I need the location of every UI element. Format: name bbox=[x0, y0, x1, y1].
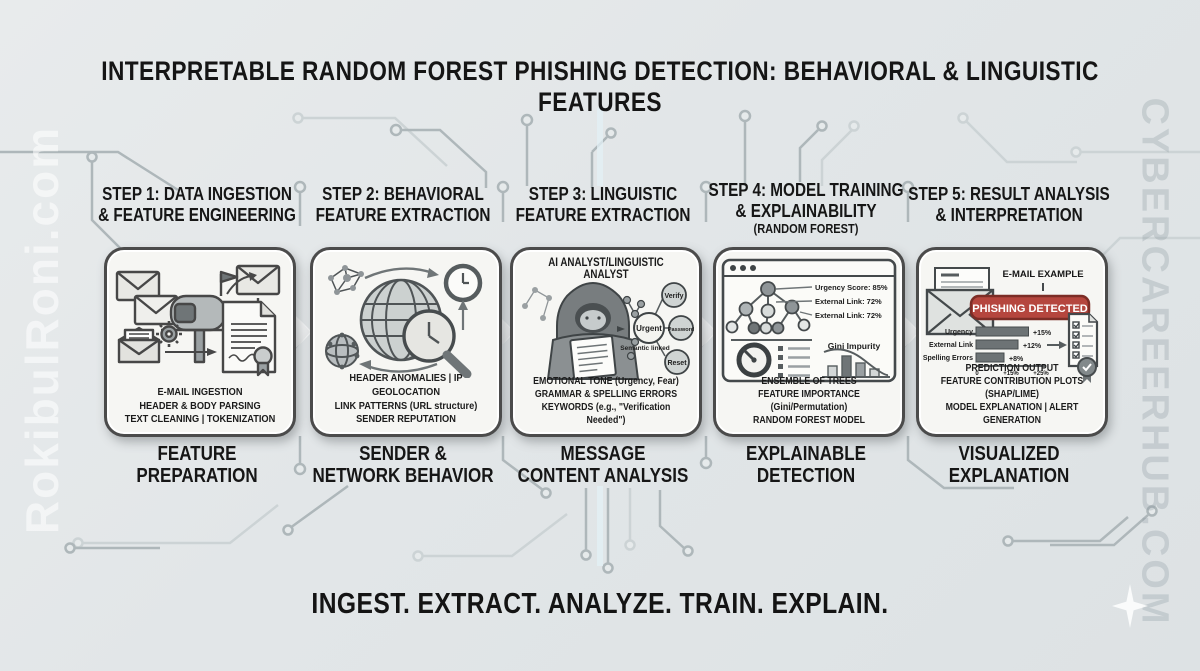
step4-subheader: (RANDOM FOREST) bbox=[753, 221, 859, 237]
keyword-node-reset: Reset bbox=[667, 360, 687, 367]
tagline: INGEST. EXTRACT. ANALYZE. TRAIN. EXPLAIN… bbox=[311, 588, 889, 620]
step4-header: STEP 4: MODEL TRAINING & EXPLAINABILITY … bbox=[704, 180, 908, 237]
step4-label: EXPLAINABLE DETECTION bbox=[746, 443, 866, 488]
step2-label: SENDER & NETWORK BEHAVIOR bbox=[312, 443, 494, 488]
step1-header: STEP 1: DATA INGESTION & FEATURE ENGINEE… bbox=[98, 184, 296, 225]
keyword-node-verify: Verify bbox=[664, 293, 683, 300]
step2-header: STEP 2: BEHAVIORAL FEATURE EXTRACTION bbox=[315, 184, 491, 225]
step2-caption: HEADER ANOMALIES | IP GEOLOCATION LINK P… bbox=[334, 372, 478, 426]
bar-value-2: +12% bbox=[1023, 343, 1042, 350]
step2-box: HEADER ANOMALIES | IP GEOLOCATION LINK P… bbox=[310, 247, 502, 437]
step5-caption: PREDICTION OUTPUT FEATURE CONTRIBUTION P… bbox=[940, 363, 1084, 426]
keyword-node-urgent: Urgent bbox=[636, 324, 662, 333]
tree-label-2: External Link: 72% bbox=[815, 297, 882, 306]
phishing-detected-badge: PHISHING DETECTED bbox=[972, 303, 1088, 315]
geolocation-globe-icon bbox=[325, 263, 483, 378]
semantic-linked-note: Semantic linked bbox=[620, 345, 670, 352]
random-forest-window-icon: Urgency Score: 85% External Link: 72% Ex… bbox=[721, 258, 897, 383]
keyword-node-password: Password bbox=[668, 327, 695, 333]
bar-label-1: Urgency bbox=[945, 329, 973, 336]
step1-box: E-MAIL INGESTION HEADER & BODY PARSING T… bbox=[104, 247, 296, 437]
bar-value-3: +8% bbox=[1009, 356, 1024, 363]
bar-label-2: External Link bbox=[929, 342, 973, 349]
axis-tick-25: +25% bbox=[1033, 371, 1049, 377]
page-title: INTERPRETABLE RANDOM FOREST PHISHING DET… bbox=[101, 56, 1099, 117]
step3-caption: EMOTIONAL TONE (Urgency, Fear) GRAMMAR &… bbox=[533, 376, 679, 426]
step3-box-title: AI ANALYST/LINGUISTIC ANALYST bbox=[548, 257, 664, 281]
prediction-output-icon: E-MAIL EXAMPLE PHISHING DETECTED Urgency… bbox=[923, 267, 1099, 383]
bar-1 bbox=[975, 326, 1029, 337]
bar-label-3: Spelling Errors bbox=[923, 355, 973, 362]
linguistic-analyst-icon: Urgent Verify Password Reset Semantic li… bbox=[522, 282, 695, 380]
axis-tick-15: +15% bbox=[1003, 371, 1019, 377]
step1-label: FEATURE PREPARATION bbox=[136, 443, 258, 488]
email-ingestion-icon bbox=[115, 264, 281, 377]
bar-2 bbox=[975, 339, 1019, 350]
tree-label-1: Urgency Score: 85% bbox=[815, 283, 888, 292]
step5-box: E-MAIL EXAMPLE PHISHING DETECTED Urgency… bbox=[916, 247, 1108, 437]
step5-label: VISUALIZED EXPLANATION bbox=[948, 443, 1070, 488]
step3-header: STEP 3: LINGUISTIC FEATURE EXTRACTION bbox=[515, 184, 691, 225]
step1-caption: E-MAIL INGESTION HEADER & BODY PARSING T… bbox=[124, 386, 276, 426]
step4-box: Urgency Score: 85% External Link: 72% Ex… bbox=[713, 247, 905, 437]
bar-value-1: +15% bbox=[1033, 330, 1052, 337]
gini-impurity-label: Gini Impurity bbox=[828, 341, 881, 351]
bar-3 bbox=[975, 352, 1005, 363]
step3-label: MESSAGE CONTENT ANALYSIS bbox=[517, 443, 689, 488]
step5-header: STEP 5: RESULT ANALYSIS & INTERPRETATION bbox=[908, 184, 1110, 225]
tree-label-3: External Link: 72% bbox=[815, 311, 882, 320]
axis-tick-0: 0 bbox=[975, 371, 979, 377]
step3-box: AI ANALYST/LINGUISTIC ANALYST bbox=[510, 247, 702, 437]
email-example-label: E-MAIL EXAMPLE bbox=[1002, 269, 1083, 280]
step4-caption: ENSEMBLE OF TREES FEATURE IMPORTANCE (Gi… bbox=[753, 376, 865, 426]
